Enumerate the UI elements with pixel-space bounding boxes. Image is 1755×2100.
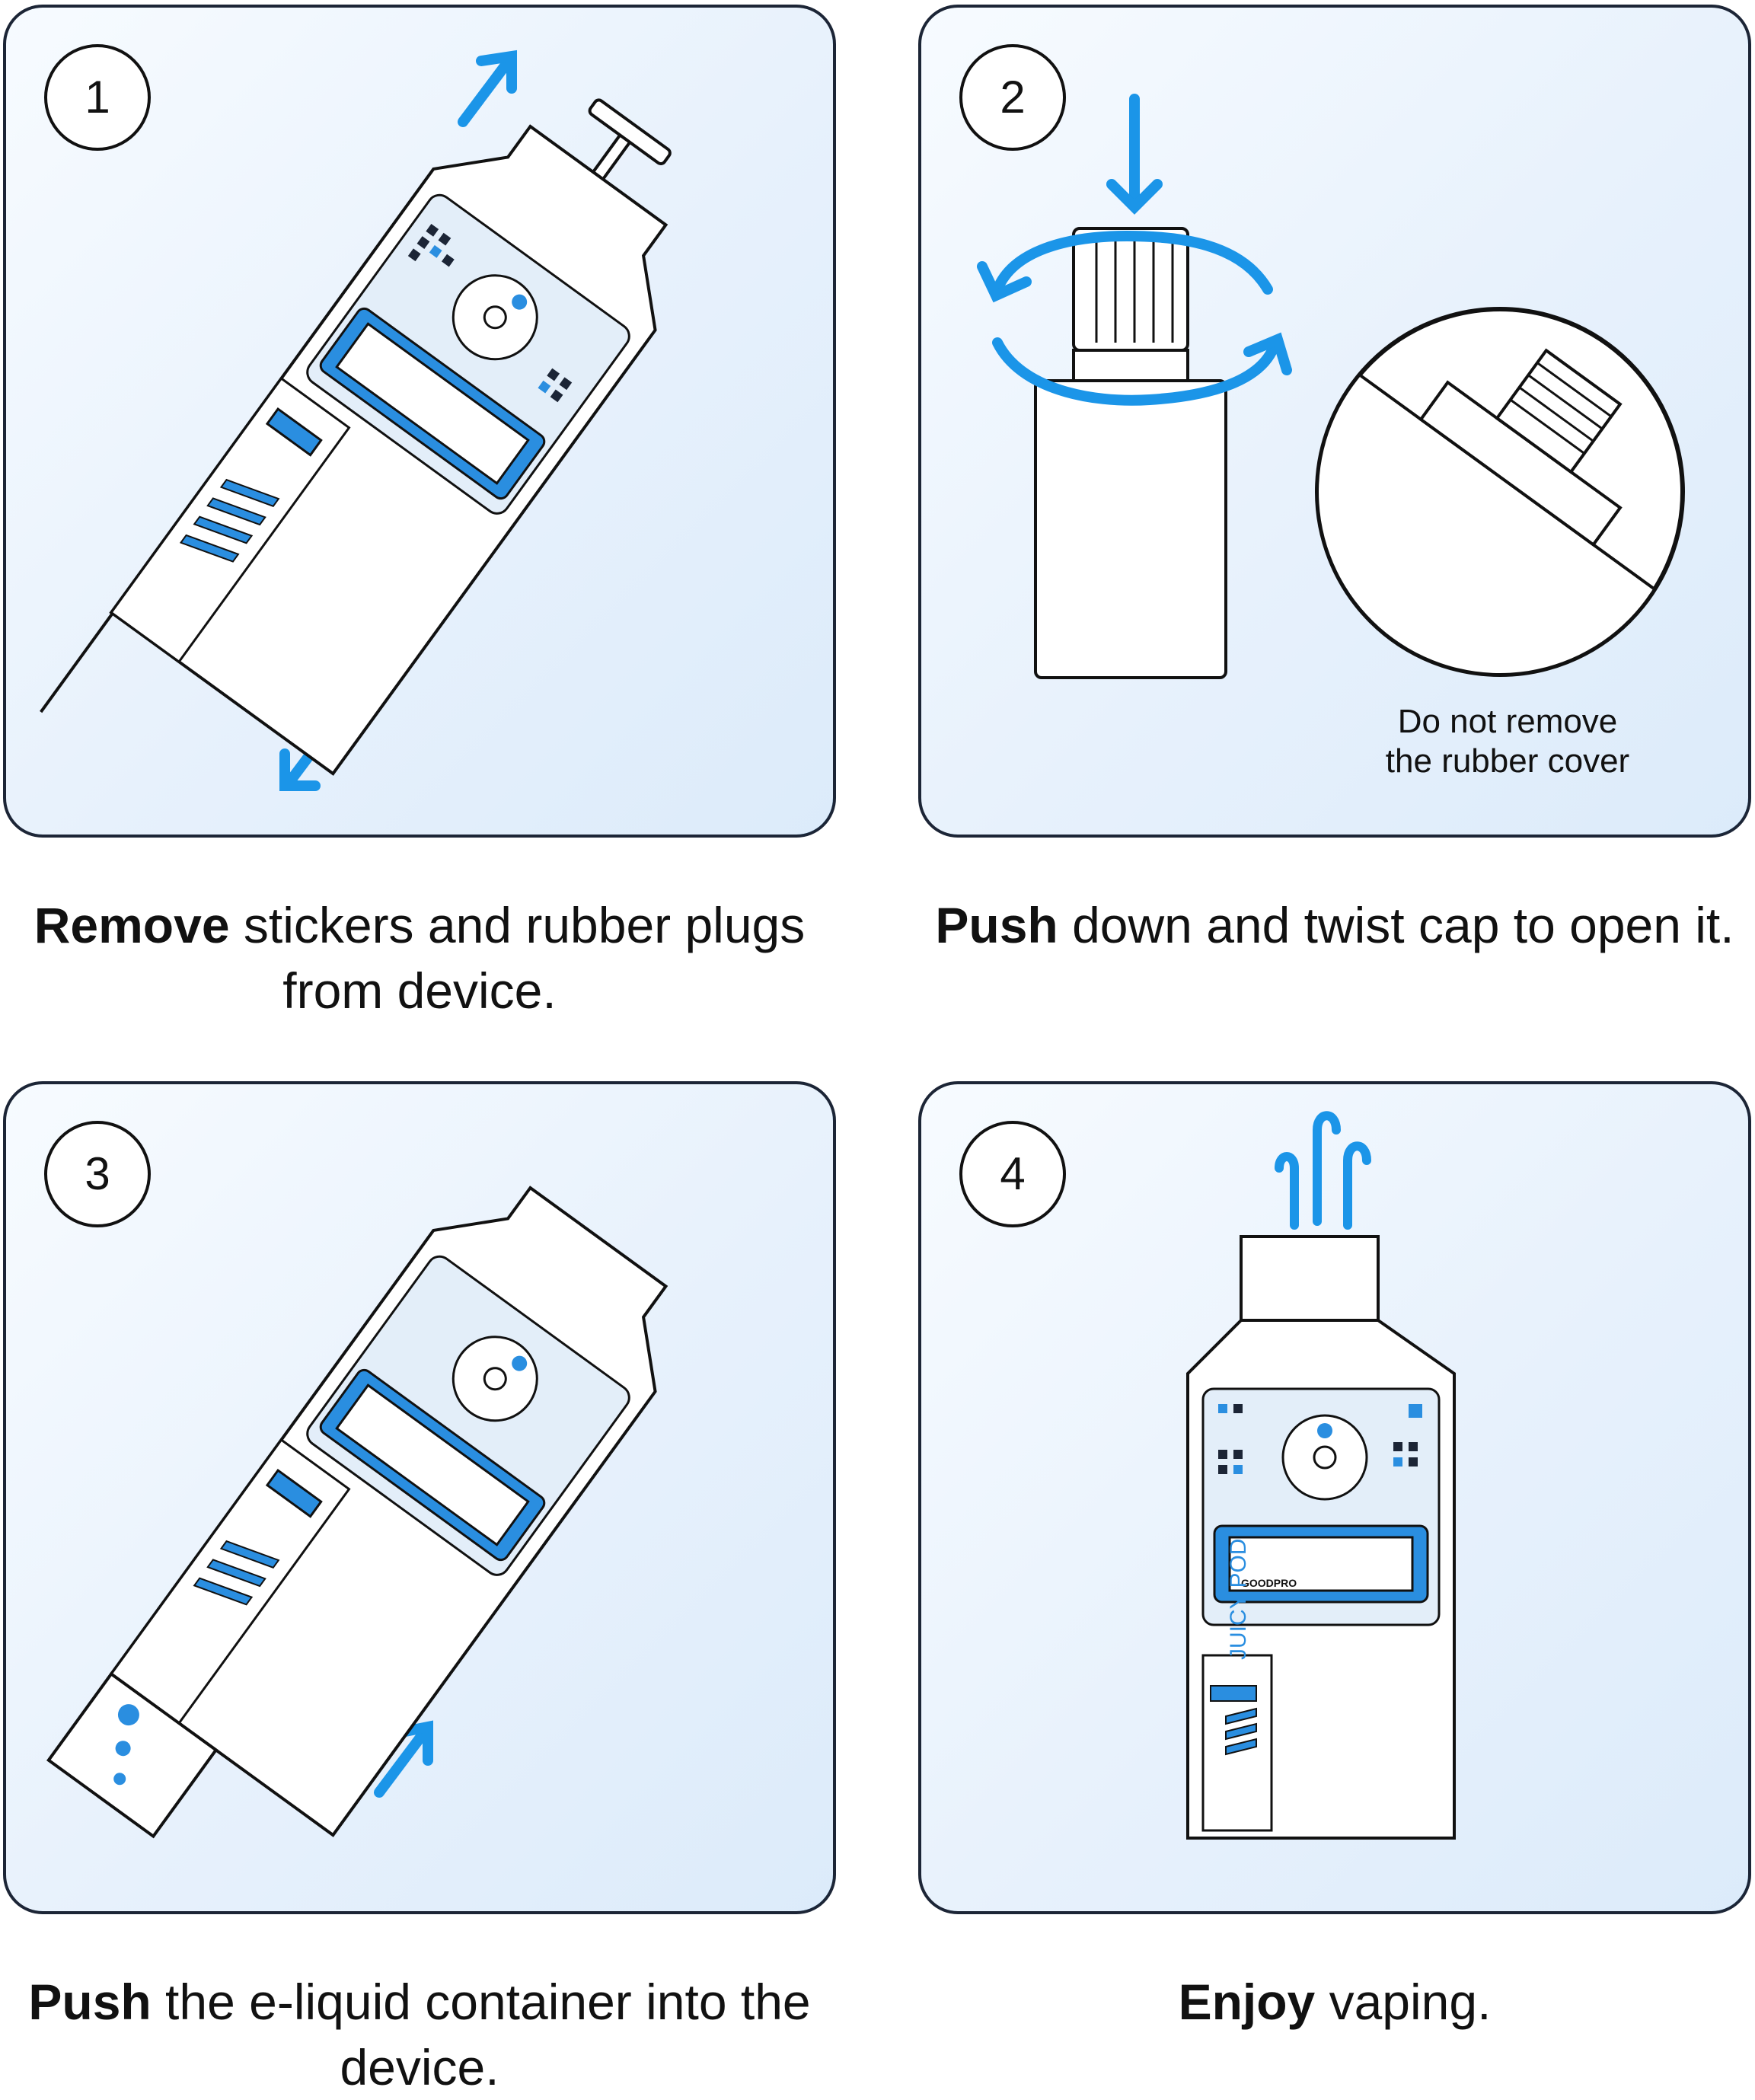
arrow-up-right-icon xyxy=(458,49,517,127)
step-1-panel: 1 xyxy=(3,5,836,838)
step-2-panel: 2 xyxy=(918,5,1751,838)
brand-label: GOODPRO xyxy=(1241,1577,1297,1589)
arrow-down-icon xyxy=(1106,94,1163,215)
step-number-circle xyxy=(959,44,1066,151)
twist-arrows-icon xyxy=(977,230,1292,406)
caption-text: vaping. xyxy=(1315,1974,1492,2030)
vape-device xyxy=(1186,1235,1456,1840)
note-line-2: the rubber cover xyxy=(1385,742,1630,780)
step-2-caption: Push down and twist cap to open it. xyxy=(918,892,1751,958)
vape-device xyxy=(46,1186,668,1839)
step-number: 2 xyxy=(1000,72,1025,123)
step-1-illustration: 1 xyxy=(40,44,672,791)
rubber-cover-note: Do not remove the rubber cover xyxy=(1378,702,1637,781)
caption-text: down and twist cap to open it. xyxy=(1058,897,1734,953)
caption-bold: Push xyxy=(28,1974,152,2030)
caption-text: stickers and rubber plugs from device. xyxy=(229,897,806,1019)
caption-bold: Enjoy xyxy=(1178,1974,1316,2030)
step-number: 3 xyxy=(85,1148,110,1199)
vape-device xyxy=(40,98,672,776)
step-4-panel: 4 xyxy=(918,1081,1751,1914)
caption-text: the e-liquid container into the device. xyxy=(151,1974,811,2095)
product-label: JUICY POD xyxy=(1226,1538,1251,1660)
step-4-caption: Enjoy vaping. xyxy=(918,1969,1751,2035)
step-3-illustration: 3 xyxy=(44,1121,668,1839)
step-number-circle xyxy=(959,1121,1066,1227)
step-1-caption: Remove stickers and rubber plugs from de… xyxy=(3,892,836,1023)
caption-bold: Push xyxy=(935,897,1058,953)
step-2-illustration: 2 xyxy=(959,44,1685,745)
note-line-1: Do not remove xyxy=(1397,703,1618,740)
step-3-panel: 3 xyxy=(3,1081,836,1914)
step-number: 1 xyxy=(85,72,110,123)
eliquid-bottle xyxy=(1034,227,1227,679)
vapor-icon xyxy=(1275,1111,1371,1230)
step-number-circle xyxy=(44,44,151,151)
caption-bold: Remove xyxy=(34,897,230,953)
step-number: 4 xyxy=(1000,1148,1025,1199)
step-number-circle xyxy=(44,1121,151,1227)
step-4-illustration: 4 xyxy=(959,1111,1456,1840)
step-3-caption: Push the e-liquid container into the dev… xyxy=(3,1969,836,2100)
